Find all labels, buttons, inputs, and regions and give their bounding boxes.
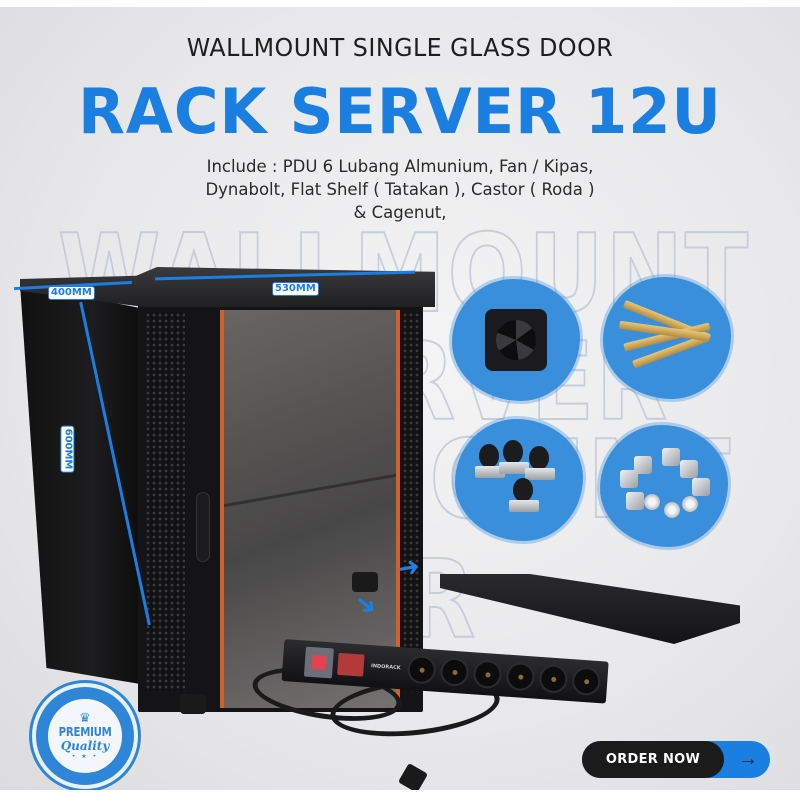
flat-shelf-image bbox=[430, 562, 750, 667]
dynabolt-icon bbox=[617, 300, 717, 373]
crown-icon: ♛ bbox=[79, 711, 91, 726]
cabinet-side-panel bbox=[20, 284, 140, 684]
cagenut-accessory bbox=[600, 425, 728, 547]
includes-line: & Cagenut, bbox=[353, 203, 447, 222]
height-dimension-label: 600MM bbox=[60, 425, 75, 473]
includes-text: Include : PDU 6 Lubang Almunium, Fan / K… bbox=[170, 155, 630, 224]
arrow-right-icon: → bbox=[738, 748, 758, 770]
shelf-icon bbox=[440, 574, 740, 644]
fan-accessory bbox=[452, 279, 580, 401]
dynabolt-accessory bbox=[603, 277, 731, 399]
castor-accessory bbox=[455, 419, 583, 541]
includes-line: Include : PDU 6 Lubang Almunium, Fan / K… bbox=[206, 157, 594, 176]
product-title: RACK SERVER 12U bbox=[78, 75, 722, 148]
plug-icon bbox=[397, 762, 429, 790]
badge-premium-text: PREMIUM bbox=[58, 725, 112, 739]
perforated-panel bbox=[402, 312, 420, 692]
socket-icon bbox=[406, 654, 437, 685]
product-banner: WALLMOUNT SERVER WALLMOUNT SERVER WALLMO… bbox=[0, 7, 800, 790]
socket-icon bbox=[472, 659, 503, 690]
cabinet-foot bbox=[352, 572, 378, 592]
door-handle bbox=[196, 492, 210, 562]
product-subtitle: WALLMOUNT SINGLE GLASS DOOR bbox=[186, 33, 614, 62]
pdu-switch-icon bbox=[303, 646, 334, 679]
cabinet-foot bbox=[180, 694, 206, 714]
socket-icon bbox=[439, 657, 470, 687]
fan-icon bbox=[485, 309, 547, 371]
pdu-meter-icon bbox=[337, 652, 365, 677]
depth-dimension-label: 400MM bbox=[48, 286, 95, 300]
premium-quality-badge: ♛ PREMIUM Quality • ★ • bbox=[36, 687, 134, 785]
cagenut-icon bbox=[616, 448, 712, 524]
order-now-label: ORDER NOW bbox=[582, 741, 724, 778]
width-dimension-label: 530MM bbox=[272, 282, 319, 296]
rack-cabinet-image: 400MM 530MM 600MM bbox=[10, 262, 435, 722]
pointer-arrow-icon: ➜ bbox=[395, 551, 423, 585]
includes-line: Dynabolt, Flat Shelf ( Tatakan ), Castor… bbox=[205, 180, 595, 199]
castor-icon bbox=[469, 440, 569, 520]
perforated-panel bbox=[145, 312, 185, 692]
stars-icon: • ★ • bbox=[71, 753, 99, 760]
socket-icon bbox=[505, 661, 536, 692]
socket-icon bbox=[571, 666, 602, 697]
socket-icon bbox=[538, 663, 569, 694]
pdu-brand-label: INDORACK bbox=[370, 663, 401, 672]
order-now-button[interactable]: ORDER NOW → bbox=[582, 741, 770, 778]
badge-quality-text: Quality bbox=[60, 739, 110, 753]
